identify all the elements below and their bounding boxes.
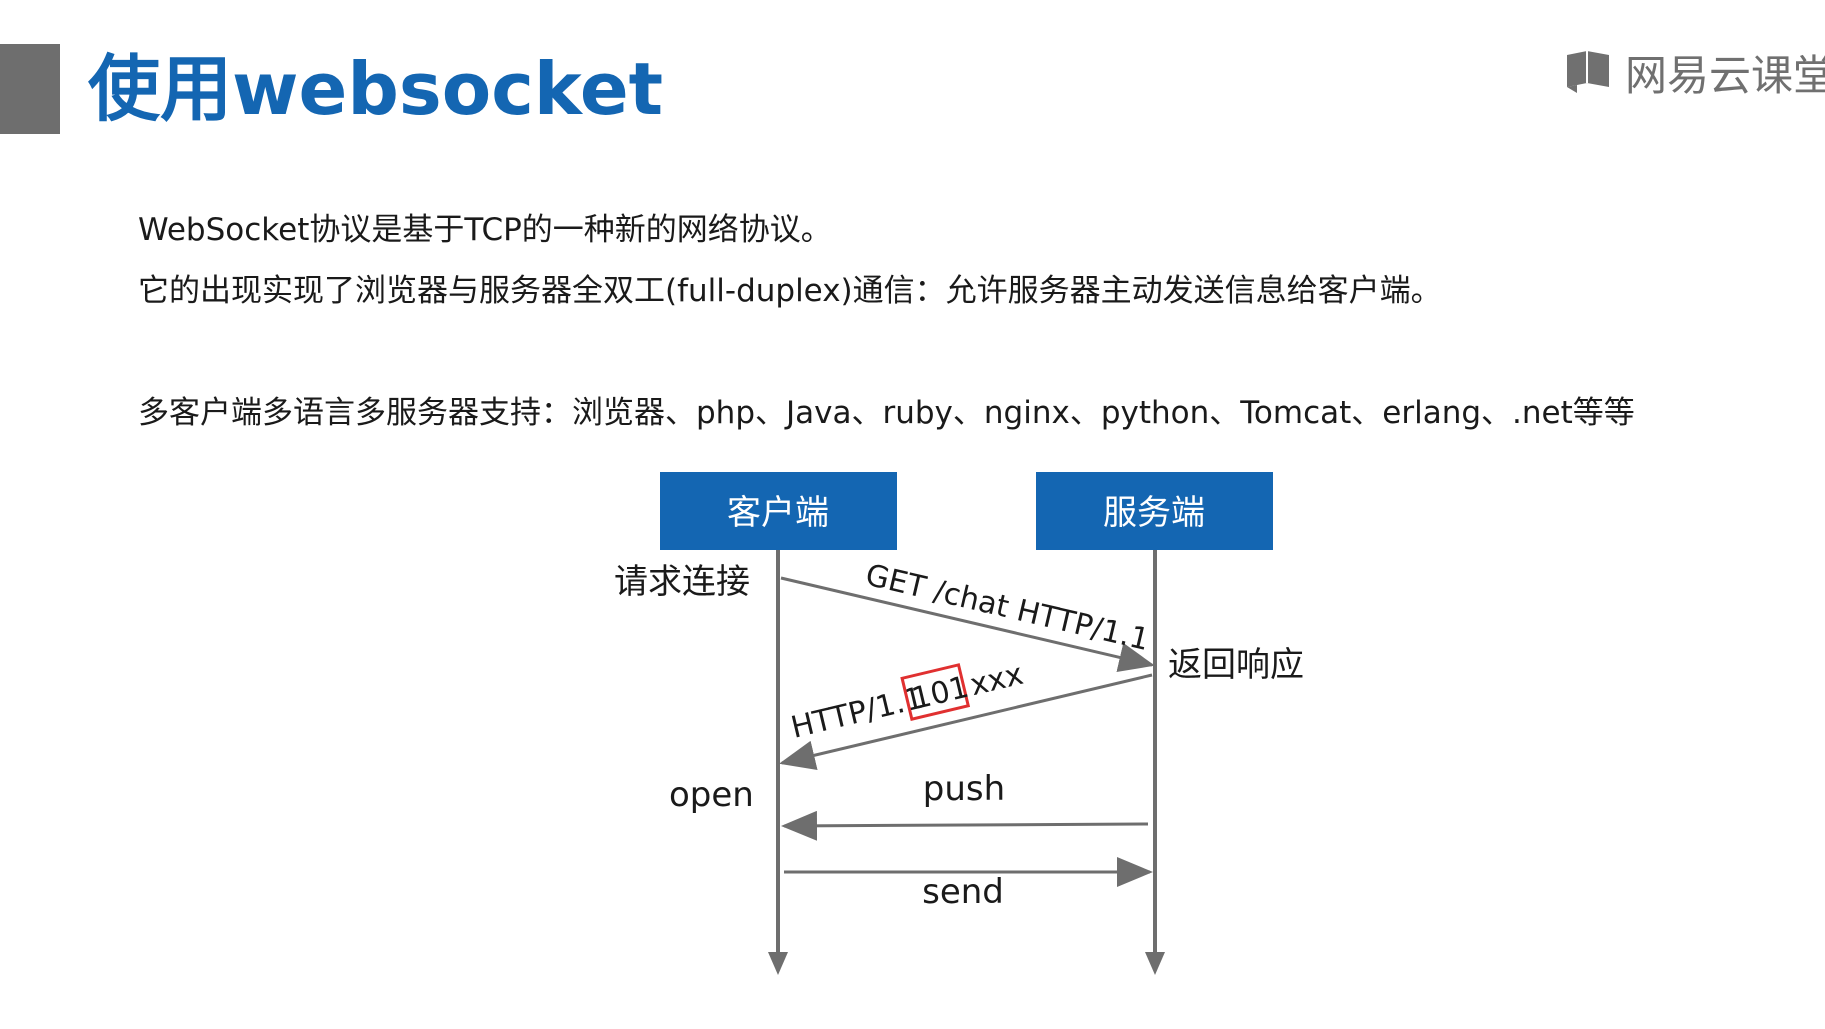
server-box [1036, 472, 1273, 550]
status-code-highlight [900, 663, 971, 721]
get-request-arrow [780, 576, 1155, 673]
send-message: send [922, 872, 1004, 912]
client-box-label: 客户端 [727, 493, 829, 533]
client-lifeline-arrowhead [768, 952, 788, 975]
intro-paragraph: WebSocket协议是基于TCP的一种新的网络协议。 [138, 212, 832, 248]
support-paragraph: 多客户端多语言多服务器支持：浏览器、php、Java、ruby、nginx、py… [138, 395, 1635, 431]
return-response-label: 返回响应 [1168, 645, 1304, 685]
response-suffix: xxx [967, 657, 1027, 703]
page-title: 使用websocket [88, 47, 664, 131]
brand-logo: 网易云课堂 [1563, 44, 1825, 100]
title-accent-bar [0, 44, 60, 134]
upgrade-response-arrow [779, 673, 1153, 770]
status-code-101: 101 [908, 670, 972, 717]
logo-text: 网易云课堂 [1624, 50, 1825, 100]
client-box [660, 472, 897, 550]
push-arrow [781, 810, 1149, 841]
push-message: push [923, 769, 1005, 809]
server-box-label: 服务端 [1103, 493, 1205, 533]
server-lifeline-arrowhead [1145, 952, 1165, 975]
open-book-icon [1566, 51, 1609, 93]
full-duplex-paragraph: 它的出现实现了浏览器与服务器全双工(full-duplex)通信：允许服务器主动… [138, 273, 1442, 309]
request-connection-label: 请求连接 [614, 562, 750, 602]
open-label: open [669, 775, 754, 815]
